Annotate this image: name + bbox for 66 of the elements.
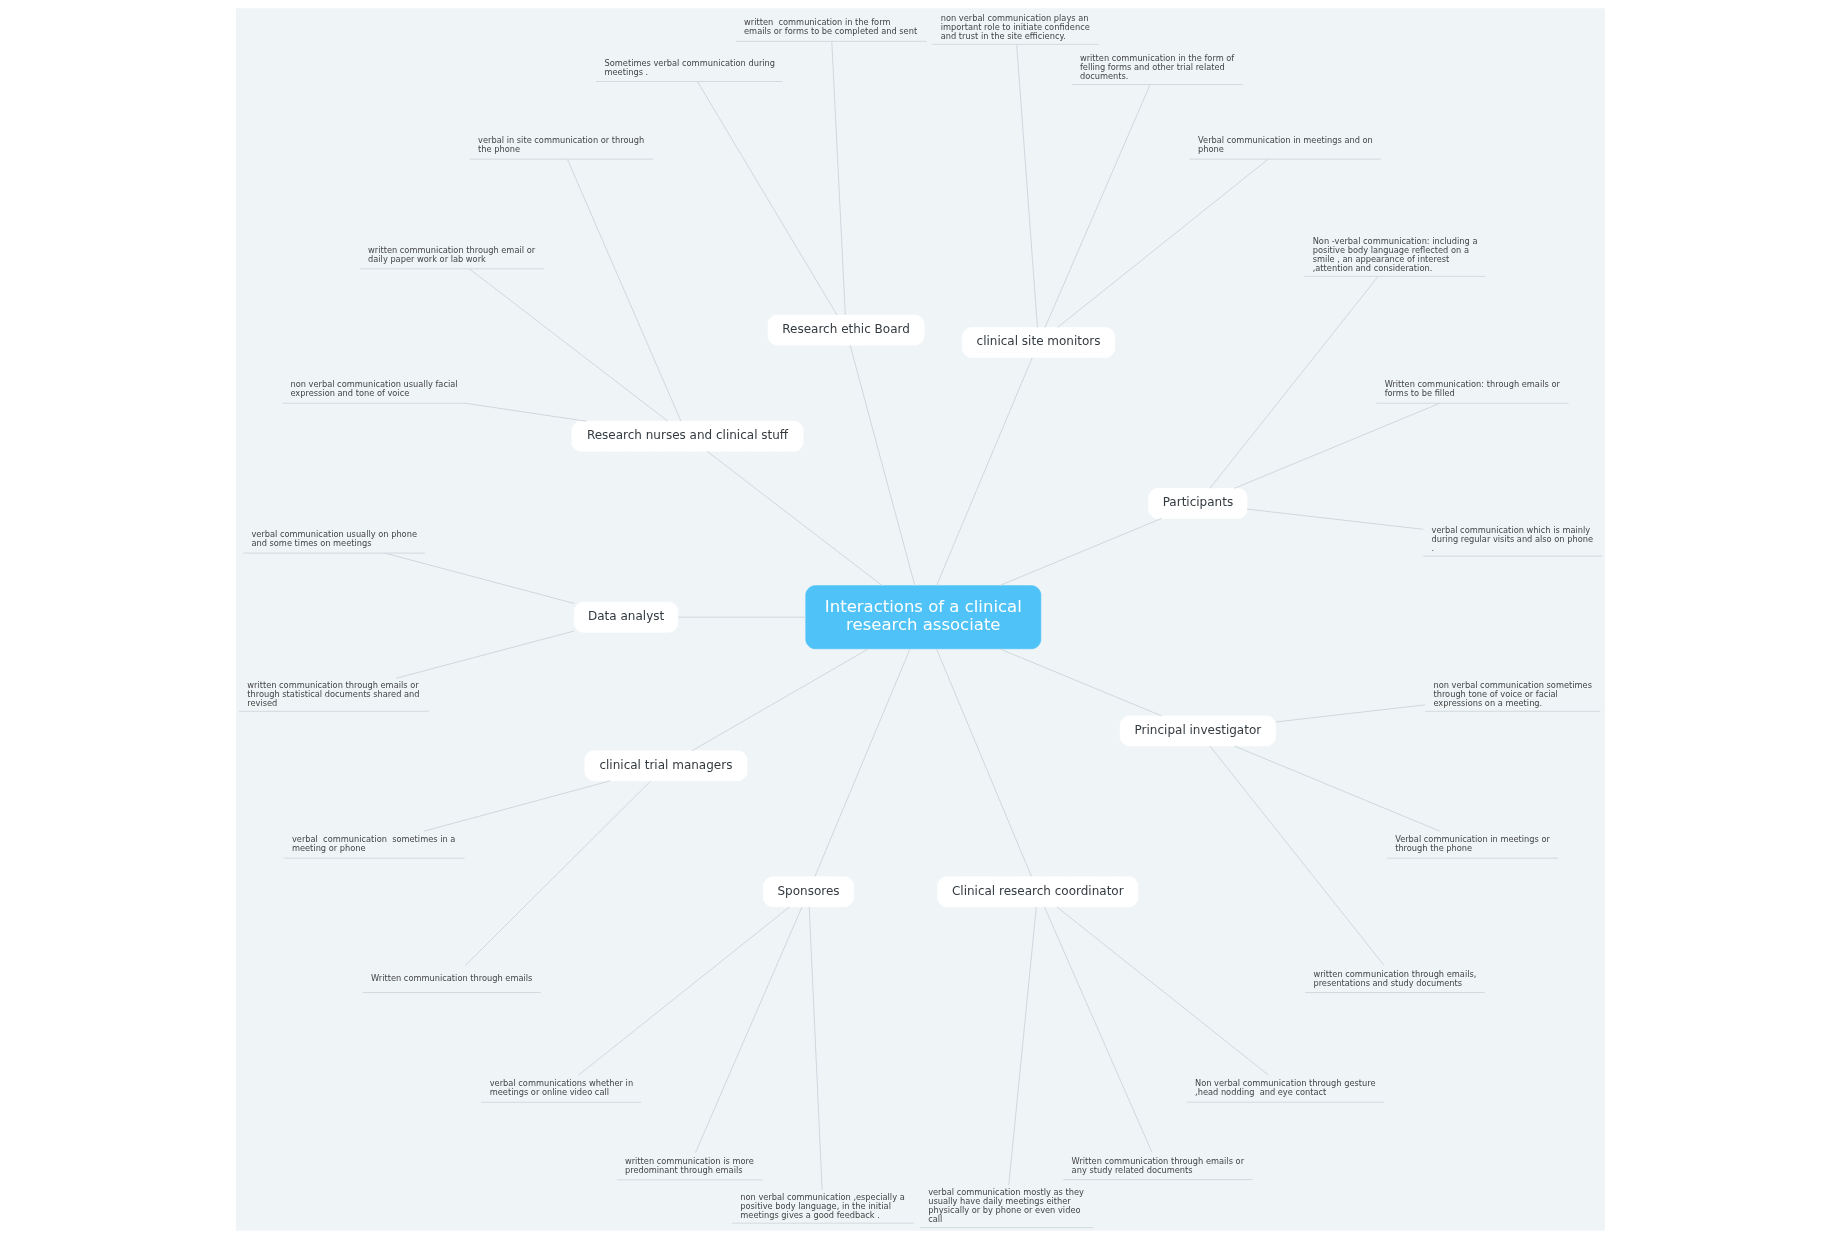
connector	[395, 630, 575, 679]
node-text: verbal communications whether in meetings or online video call	[489, 1078, 634, 1098]
connector	[1056, 906, 1269, 1076]
connector	[566, 158, 682, 422]
connector	[1008, 906, 1037, 1186]
node-text: Written communication through emails	[371, 973, 533, 984]
connector	[849, 344, 916, 587]
node-text: non verbal communication plays an important role to initiate confidence and trust in the site efficiency.	[940, 12, 1090, 41]
node-text: written communication in the form of felling forms and other trial related documents.	[1079, 53, 1235, 82]
node-text: Written communication: through emails or forms to be filled	[1384, 379, 1560, 399]
connector	[1246, 508, 1424, 530]
node-text: written communication is more predominant through emails	[624, 1155, 754, 1175]
node-text: verbal communication sometimes in a meeting or phone	[291, 834, 456, 854]
node-box: clinical site monitors	[962, 327, 1116, 358]
connector	[706, 450, 883, 586]
node-text: Verbal communication in meetings and on phone	[1198, 135, 1373, 155]
connector	[423, 780, 611, 832]
node-text: Sometimes verbal communication during meetings .	[604, 57, 776, 77]
node-text: written communication through emails, presentations and study documents	[1313, 968, 1477, 988]
node-box: Principal investigator	[1119, 715, 1276, 747]
node-text: Written communication through emails or any study related documents	[1071, 1155, 1245, 1175]
connector	[1233, 745, 1441, 832]
connector	[384, 552, 575, 604]
node-box: Research nurses and clinical stuff	[571, 420, 804, 452]
connector	[464, 402, 587, 422]
connector	[695, 906, 803, 1154]
connector	[999, 518, 1163, 586]
node-text: verbal communication which is mainly during regular visits and also on phone .	[1431, 524, 1594, 553]
node-text: verbal communication usually on phone and some times on meetings	[251, 529, 417, 549]
connector	[691, 648, 869, 752]
node-text: Verbal communication in meetings or through the phone	[1395, 834, 1550, 854]
node-box: Data analyst	[573, 601, 679, 633]
node-text: verbal in site communication or through the phone	[478, 135, 645, 155]
node-text: verbal communication mostly as they usually have daily meetings either physically or by phone or even video call	[928, 1187, 1084, 1225]
connector	[936, 648, 1032, 877]
connector	[469, 268, 669, 422]
node-box: Clinical research coordinator	[937, 876, 1139, 908]
node-text: non verbal communication sometimes through tone of voice or facial expressions on a meeting.	[1433, 679, 1592, 708]
connector	[1016, 43, 1038, 328]
node-text: written communication through emails or through statistical documents shared and revised	[247, 679, 420, 708]
connector	[936, 357, 1033, 586]
connector	[697, 81, 838, 316]
connector	[1209, 745, 1385, 966]
connector	[1044, 84, 1151, 328]
node-text: written communication through email or daily paper work or lab work	[368, 244, 536, 264]
connector	[808, 906, 823, 1191]
connector	[1275, 704, 1426, 723]
node-text: non verbal communication usually facial expression and tone of voice	[290, 379, 458, 399]
node-box: Sponsores	[763, 876, 854, 908]
node-text: written communication in the form emails or forms to be completed and sent	[744, 17, 918, 37]
node-box: Interactions of a clinical research associate	[805, 585, 1042, 650]
node-text: non verbal communication ,especially a positive body language, in the initial meetings gives a good feedback .	[740, 1191, 905, 1220]
connector	[831, 41, 846, 316]
connector	[578, 906, 791, 1076]
node-box: Research ethic Board	[767, 314, 925, 346]
node-box: clinical trial managers	[584, 750, 748, 782]
connector	[999, 648, 1163, 717]
node-box: Participants	[1148, 488, 1248, 519]
connector	[464, 780, 651, 966]
node-text: Non verbal communication through gesture ,head nodding and eye contact	[1195, 1078, 1376, 1098]
connector	[1043, 906, 1153, 1153]
node-text: Non -verbal communication: including a positive body language reflected on a smile , an appearance of interest ,attention and consideration.	[1312, 235, 1478, 273]
connector	[1233, 402, 1441, 489]
connector	[1209, 275, 1379, 489]
connector	[814, 648, 911, 877]
connector	[1057, 158, 1269, 328]
